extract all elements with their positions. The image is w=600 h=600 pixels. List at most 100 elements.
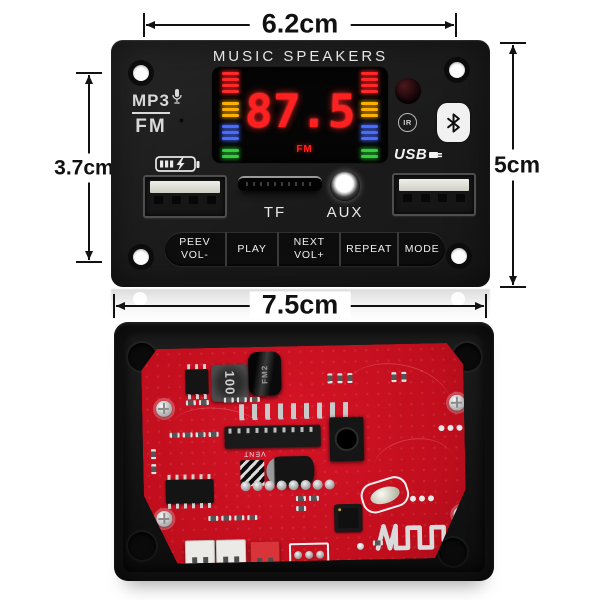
usb-logo: USB [394,146,443,163]
usb-plug-icon [429,151,443,158]
button-label: MODE [404,242,440,255]
button-label: VOL+ [294,249,325,261]
dimension-height-right: 5cm [491,42,543,288]
arrow-down-icon [509,276,517,285]
button-label: VOL- [181,249,209,261]
ir-receiver [395,78,421,104]
dimension-tick [485,294,487,318]
arrow-right-icon [475,302,484,310]
inductor-marking: 100 [222,370,238,396]
usb-tongue [399,179,469,191]
arrow-left-icon [146,21,155,29]
smd-component [327,373,332,383]
arrow-right-icon [445,21,454,29]
smd-component [296,506,306,511]
repeat-button[interactable]: REPEAT [339,232,397,266]
play-button[interactable]: PLAY [224,232,278,266]
smd-component [337,373,342,383]
bluetooth-antenna-trace [373,515,456,555]
aux-label: AUX [326,204,364,221]
smd-component [183,432,193,437]
back-unit-frame: 100 FM2 VENT [114,322,494,581]
mp3-label: MP3 [132,92,170,114]
bluetooth-icon [447,112,460,133]
reflection-dot [451,292,465,306]
smd-component [247,515,257,520]
smd-component [234,515,244,520]
reflection-dot [133,292,147,306]
soic8-chip [185,369,209,394]
mic-hole [180,119,183,122]
smd-component [224,397,234,402]
dimension-tick [455,13,457,37]
smd-component [151,464,156,474]
button-label: NEXT [293,236,325,249]
arrow-left-icon [116,302,125,310]
dimension-tick [113,294,115,318]
ir-label: IR [398,113,417,132]
dimension-tick [500,42,526,44]
pcb-board: 100 FM2 VENT [141,343,467,565]
usb-label: USB [394,146,428,163]
dimension-label-bottom: 7.5cm [249,291,351,319]
spectrum-bars-right [357,64,387,167]
tf-label: TF [263,204,287,221]
smd-component [170,433,180,438]
screw-hole [451,248,467,264]
panel-title: MUSIC SPEAKERS [212,48,389,65]
button-label: PEEV [179,236,211,249]
through-hole-pads [241,479,335,491]
usb-contacts [399,194,469,202]
button-label: PLAY [237,242,267,255]
mode-label: MP3 FM [125,92,177,136]
smd-component [151,449,156,459]
smd-component [309,496,319,501]
usb-contacts [150,196,220,204]
corner-boss [128,532,156,560]
dimension-label-right: 5cm [491,149,543,181]
usb-tongue [150,181,220,193]
frequency-readout: 87.5 [243,84,357,138]
smd-component [199,400,209,405]
smd-component [186,400,196,405]
dimension-label-top: 6.2cm [249,10,351,38]
arrow-up-icon [85,75,93,84]
aux-jack-back [329,417,364,462]
bluetooth-badge [437,103,470,142]
smd-component [391,372,396,382]
led-display: 87.5 FM [213,68,387,162]
frequency-area: 87.5 FM [243,68,357,162]
screw-hole [133,249,149,265]
smd-component [373,540,383,545]
dimension-width-top: 6.2cm [143,10,457,38]
screw-hole [449,62,465,78]
arrow-down-icon [85,251,93,260]
front-panel: MUSIC SPEAKERS MP3 FM 87.5 F [111,40,490,287]
smd-component [296,496,306,501]
dimension-tick [76,261,102,263]
soic16-chip [166,479,214,504]
aux-jack [330,171,360,201]
battery-charge-icon [155,156,201,178]
prev-vol-down-button[interactable]: PEEV VOL- [165,232,225,266]
microphone-icon [172,89,182,104]
mode-button[interactable]: MODE [397,232,445,266]
vent-marking: VENT [242,449,266,458]
smd-component [208,516,218,521]
smd-component [347,373,352,383]
dimension-width-bottom: 7.5cm [113,291,487,319]
qfn-chip [334,504,363,533]
spectrum-bars-left [213,64,243,167]
smd-component [237,397,247,402]
capacitor-marking: FM2 [260,364,270,384]
tf-slot-back [224,425,320,449]
tf-card-slot [238,176,322,191]
dimension-height-left: 3.7cm [52,72,116,263]
smd-component [209,432,219,437]
corner-boss [439,538,467,566]
next-vol-up-button[interactable]: NEXT VOL+ [277,232,339,266]
dimension-tick [143,13,145,37]
usb-port-left [143,175,227,218]
electrolytic-capacitor: FM2 [248,351,282,396]
